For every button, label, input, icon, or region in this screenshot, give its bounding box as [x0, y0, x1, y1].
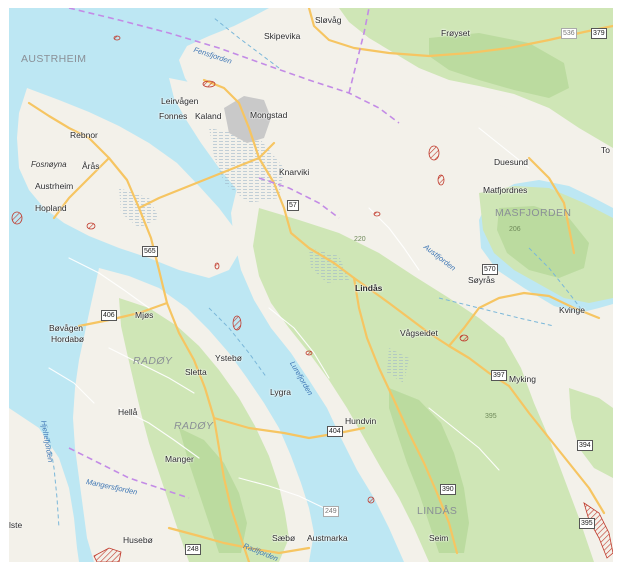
- place-label-to: To: [601, 145, 610, 155]
- minor-roads: [48, 127, 530, 509]
- forest-dark: [179, 33, 589, 553]
- road-shield-394: 394: [577, 440, 593, 451]
- place-label-iste: lste: [9, 520, 23, 530]
- place-label-rebnor: Rebnor: [70, 130, 98, 140]
- region-label-lindas: LINDÅS: [417, 505, 458, 517]
- region-label-austrheim: AUSTRHEIM: [21, 53, 87, 65]
- place-label-hopland: Hopland: [35, 203, 67, 213]
- island-3: [415, 180, 423, 186]
- road-shield-570: 570: [482, 264, 498, 275]
- place-label-saebo: Sæbø: [272, 533, 296, 543]
- road-shield-404: 404: [327, 426, 343, 437]
- place-label-lygra: Lygra: [270, 387, 291, 397]
- major-roads: [27, 8, 613, 562]
- region-label-radoy: RADØY: [133, 355, 173, 367]
- road-shield-248: 248: [185, 544, 201, 555]
- place-label-kvinge: Kvinge: [559, 305, 585, 315]
- place-label-skipevika: Skipevika: [264, 31, 301, 41]
- protected-areas: [11, 35, 613, 562]
- place-label-hordabo: Hordabø: [51, 334, 85, 344]
- place-label-bovagen: Bøvågen: [49, 323, 84, 333]
- place-label-myking: Myking: [509, 374, 536, 384]
- place-label-husebo: Husebø: [123, 535, 153, 545]
- road-shield-57: 57: [287, 200, 299, 211]
- place-label-hella: Hellå: [118, 407, 138, 417]
- place-label-mongstad: Mongstad: [250, 110, 288, 120]
- road-shield-406: 406: [101, 310, 117, 321]
- road-shield-395: 395: [579, 518, 595, 529]
- region-label-radoy-2: RADØY: [174, 420, 214, 432]
- elevation-220: 220: [354, 236, 366, 243]
- road-shield-249: 249: [323, 506, 339, 517]
- road-shield-565: 565: [142, 246, 158, 257]
- road-shield-536: 536: [561, 28, 577, 39]
- place-label-froyset: Frøyset: [441, 28, 470, 38]
- elevation-206: 206: [509, 226, 521, 233]
- place-label-lindas: Lindås: [355, 283, 383, 293]
- place-label-slovag: Sløvåg: [315, 15, 342, 25]
- ferry-routes: [48, 17, 585, 529]
- map-canvas[interactable]: [9, 8, 613, 562]
- place-label-leirvagen: Leirvågen: [161, 96, 199, 106]
- region-label-masfjorden: MASFJORDEN: [495, 207, 572, 219]
- place-label-fonnes: Fonnes: [159, 111, 188, 121]
- place-label-aras: Årås: [82, 161, 100, 171]
- place-label-mjos: Mjøs: [135, 310, 154, 320]
- place-label-duesund: Duesund: [494, 157, 529, 167]
- map-view[interactable]: AUSTRHEIM MASFJORDEN RADØY RADØY LINDÅS …: [9, 8, 613, 562]
- place-label-kaland: Kaland: [195, 111, 222, 121]
- landmass-southwest: [9, 408, 79, 562]
- road-shield-397: 397: [491, 370, 507, 381]
- place-label-sletta: Sletta: [185, 367, 207, 377]
- place-label-manger: Manger: [165, 454, 194, 464]
- industrial-area-mongstad: [224, 96, 271, 143]
- place-label-austrheim: Austrheim: [35, 181, 74, 191]
- place-label-ystebo: Ystebø: [215, 353, 242, 363]
- place-label-austmarka: Austmarka: [307, 533, 348, 543]
- place-label-hundvin: Hundvin: [345, 416, 377, 426]
- place-label-fosnoyna: Fosnøyna: [31, 160, 67, 169]
- place-label-knarvik: Knarviki: [279, 167, 310, 177]
- place-label-seim: Seim: [429, 533, 449, 543]
- place-label-soyras: Søyrås: [468, 275, 495, 285]
- place-label-vagseidet: Vågseidet: [400, 328, 438, 338]
- island-4: [403, 120, 411, 126]
- place-label-matfjordnes: Matfjordnes: [483, 185, 528, 195]
- road-shield-379: 379: [591, 28, 607, 39]
- municipal-borders: [68, 8, 400, 499]
- road-shield-390: 390: [440, 484, 456, 495]
- elevation-395: 395: [485, 413, 497, 420]
